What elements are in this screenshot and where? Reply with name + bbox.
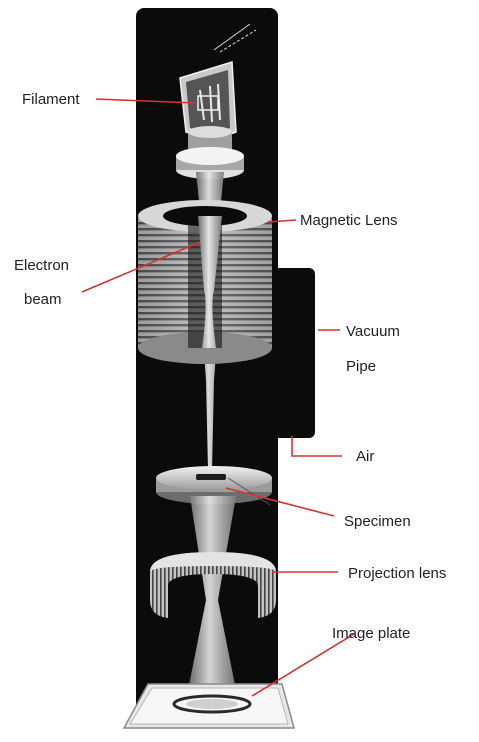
specimen-label: Specimen bbox=[344, 513, 411, 530]
magnetic-lens-label: Magnetic Lens bbox=[300, 212, 398, 229]
electron-beam-label-line2: beam bbox=[24, 291, 62, 308]
air-label: Air bbox=[356, 448, 374, 465]
electron-beam-label-line1: Electron bbox=[14, 257, 69, 274]
vacuum-pipe-label-line1: Vacuum bbox=[346, 323, 400, 340]
magnetic-lens-coil bbox=[138, 200, 272, 364]
vacuum-pipe-box bbox=[270, 268, 315, 438]
image-plate-label: Image plate bbox=[332, 625, 410, 642]
image-plate bbox=[124, 684, 294, 728]
projection-lens-label: Projection lens bbox=[348, 565, 446, 582]
filament-label: Filament bbox=[22, 91, 80, 108]
air-leader bbox=[292, 436, 342, 456]
vacuum-pipe-label-line2: Pipe bbox=[346, 358, 376, 375]
